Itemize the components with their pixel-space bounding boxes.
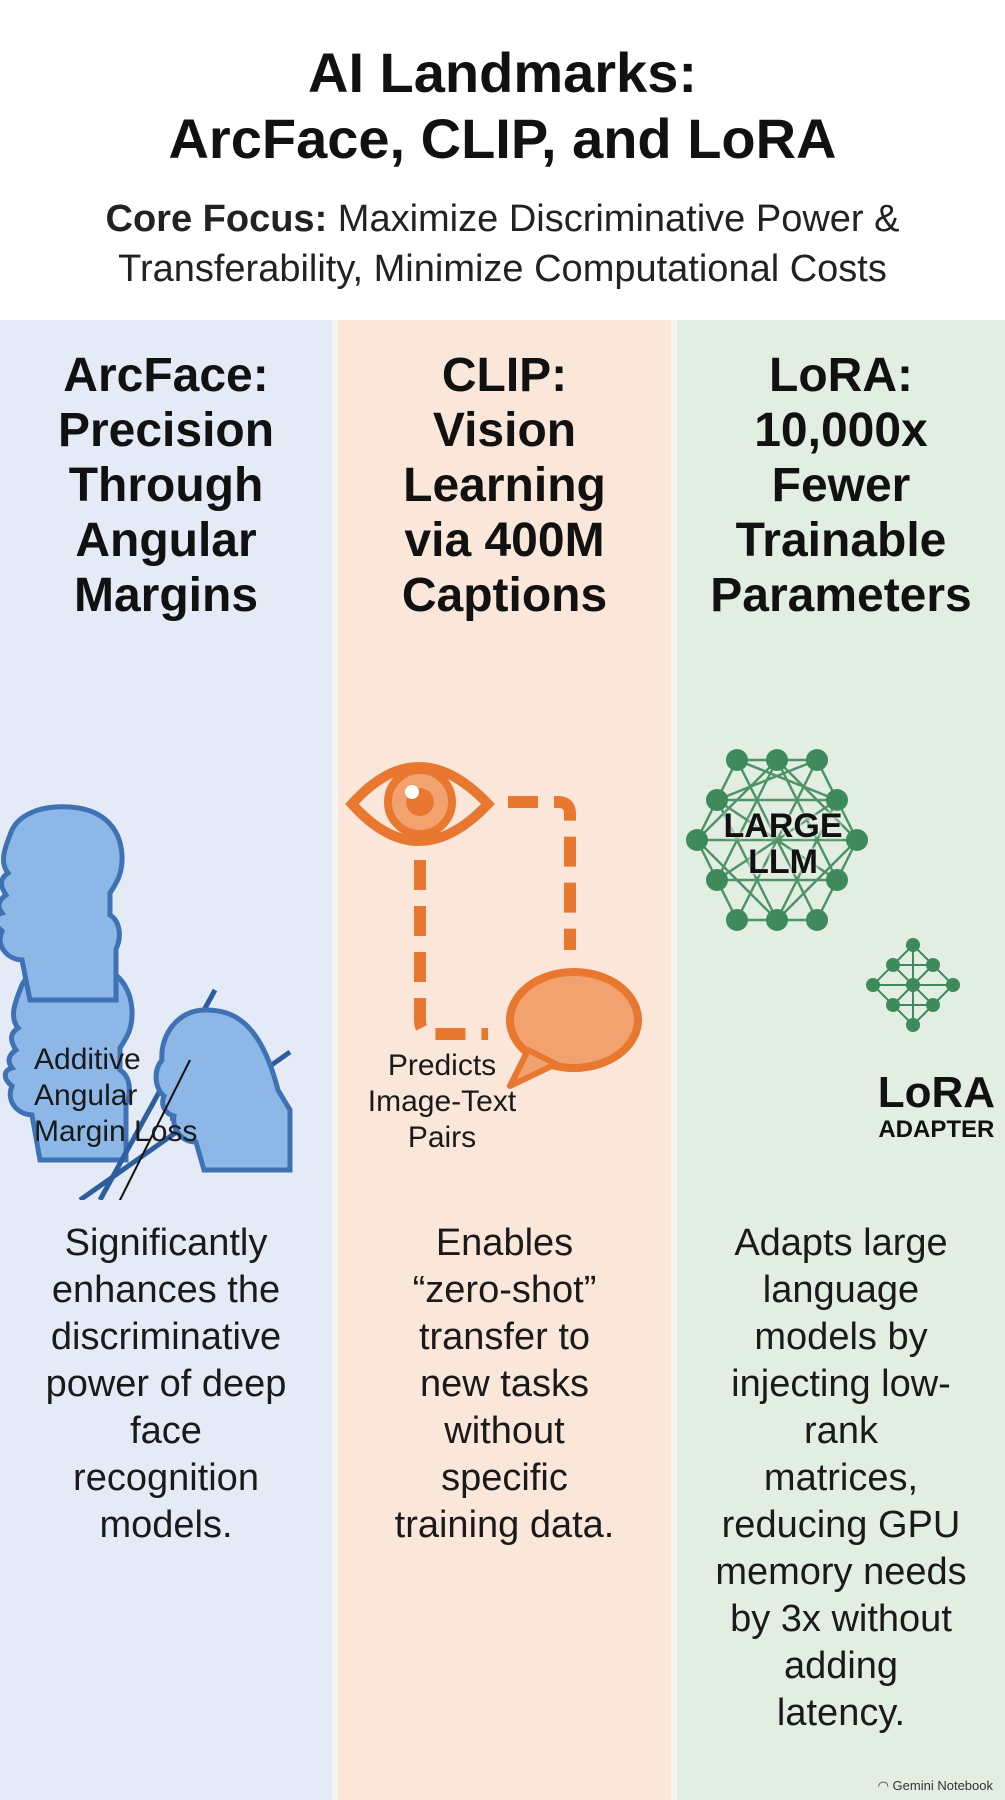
- neural-network-icon: [686, 749, 960, 1032]
- caption-line: Margin Loss: [34, 1115, 198, 1148]
- title-line: 10,000x: [754, 404, 928, 457]
- caption-line: Pairs: [407, 1121, 477, 1154]
- desc-line: specific: [441, 1457, 568, 1499]
- desc-line: face: [130, 1410, 202, 1452]
- desc-line: transfer to: [418, 1316, 591, 1358]
- large-llm-label: LARGE LLM: [677, 808, 889, 880]
- desc-line: by 3x without: [730, 1598, 952, 1640]
- clip-caption: Predicts Image-Text Pairs: [352, 1048, 532, 1156]
- angular-margin-faces-icon: [0, 804, 293, 1200]
- column-lora: LoRA: 10,000x Fewer Trainable Parameters…: [677, 320, 1005, 1800]
- header: AI Landmarks: ArcFace, CLIP, and LoRA Co…: [0, 0, 1005, 320]
- column-arcface: ArcFace: Precision Through Angular Margi…: [0, 320, 332, 1800]
- title-line: Angular: [75, 514, 257, 567]
- footer-label: Gemini Notebook: [892, 1778, 993, 1793]
- title-line: Precision: [57, 404, 275, 457]
- desc-line: recognition: [73, 1457, 259, 1499]
- title-line: Margins: [73, 569, 259, 622]
- adapter-label-sub: ADAPTER: [878, 1116, 995, 1143]
- title-line: ArcFace:: [63, 349, 269, 402]
- lora-description: Adapts large language models by injectin…: [677, 1220, 1005, 1737]
- desc-line: memory needs: [715, 1551, 967, 1593]
- title-line: Fewer: [771, 459, 911, 512]
- desc-line: latency.: [776, 1692, 906, 1734]
- desc-line: models.: [99, 1504, 233, 1546]
- core-focus-text-2: Transferability, Minimize Computational …: [118, 248, 887, 290]
- title-line: Captions: [401, 569, 608, 622]
- title-line: Learning: [403, 459, 606, 512]
- desc-line: enhances the: [51, 1269, 281, 1311]
- desc-line: Adapts large: [734, 1222, 948, 1264]
- core-focus-label: Core Focus:: [105, 198, 328, 240]
- page-title: AI Landmarks: ArcFace, CLIP, and LoRA: [0, 40, 1005, 172]
- title-line-1: AI Landmarks:: [308, 41, 697, 104]
- core-focus-text-1: Maximize Discriminative Power &: [337, 198, 900, 240]
- core-focus: Core Focus: Maximize Discriminative Powe…: [0, 194, 1005, 294]
- column-divider: [332, 320, 338, 1800]
- clip-description: Enables “zero-shot” transfer to new task…: [338, 1220, 671, 1549]
- arcface-description: Significantly enhances the discriminativ…: [0, 1220, 332, 1549]
- title-line: Trainable: [735, 514, 947, 567]
- column-clip: CLIP: Vision Learning via 400M Captions …: [338, 320, 671, 1800]
- caption-line: Image-Text: [367, 1085, 517, 1118]
- desc-line: new tasks: [420, 1363, 589, 1405]
- desc-line: rank: [804, 1410, 878, 1452]
- desc-line: injecting low-: [731, 1363, 951, 1405]
- lora-title: LoRA: 10,000x Fewer Trainable Parameters: [677, 348, 1005, 623]
- llm-label-line: LLM: [748, 843, 818, 881]
- desc-line: language: [762, 1269, 920, 1311]
- desc-line: “zero-shot”: [412, 1269, 597, 1311]
- desc-line: Enables: [435, 1222, 574, 1264]
- footer: ◠ Gemini Notebook: [878, 1778, 993, 1794]
- arcface-title: ArcFace: Precision Through Angular Margi…: [0, 348, 332, 623]
- title-line: via 400M: [404, 514, 605, 567]
- caption-line: Angular: [34, 1079, 138, 1112]
- desc-line: matrices,: [763, 1457, 919, 1499]
- adapter-label-main: LoRA: [877, 1068, 995, 1117]
- column-divider: [671, 320, 677, 1800]
- title-line: CLIP:: [441, 349, 568, 402]
- notebook-icon: ◠: [877, 1778, 889, 1793]
- llm-label-line: LARGE: [723, 807, 843, 845]
- desc-line: training data.: [394, 1504, 615, 1546]
- desc-line: discriminative: [50, 1316, 282, 1358]
- desc-line: power of deep: [45, 1363, 287, 1405]
- title-line: LoRA:: [769, 349, 913, 402]
- eye-to-speech-bubble-icon: [345, 762, 642, 1089]
- caption-line: Additive: [34, 1043, 141, 1076]
- desc-line: adding: [783, 1645, 899, 1687]
- desc-line: Significantly: [64, 1222, 268, 1264]
- arcface-caption: Additive Angular Margin Loss: [34, 1042, 197, 1150]
- lora-adapter-label: LoRA ADAPTER: [878, 1070, 995, 1144]
- title-line-2: ArcFace, CLIP, and LoRA: [168, 107, 837, 170]
- title-line: Vision: [432, 404, 577, 457]
- desc-line: without: [444, 1410, 565, 1452]
- desc-line: models by: [754, 1316, 928, 1358]
- clip-title: CLIP: Vision Learning via 400M Captions: [338, 348, 671, 623]
- caption-line: Predicts: [387, 1049, 497, 1082]
- title-line: Parameters: [710, 569, 972, 622]
- desc-line: reducing GPU: [721, 1504, 961, 1546]
- title-line: Through: [68, 459, 264, 512]
